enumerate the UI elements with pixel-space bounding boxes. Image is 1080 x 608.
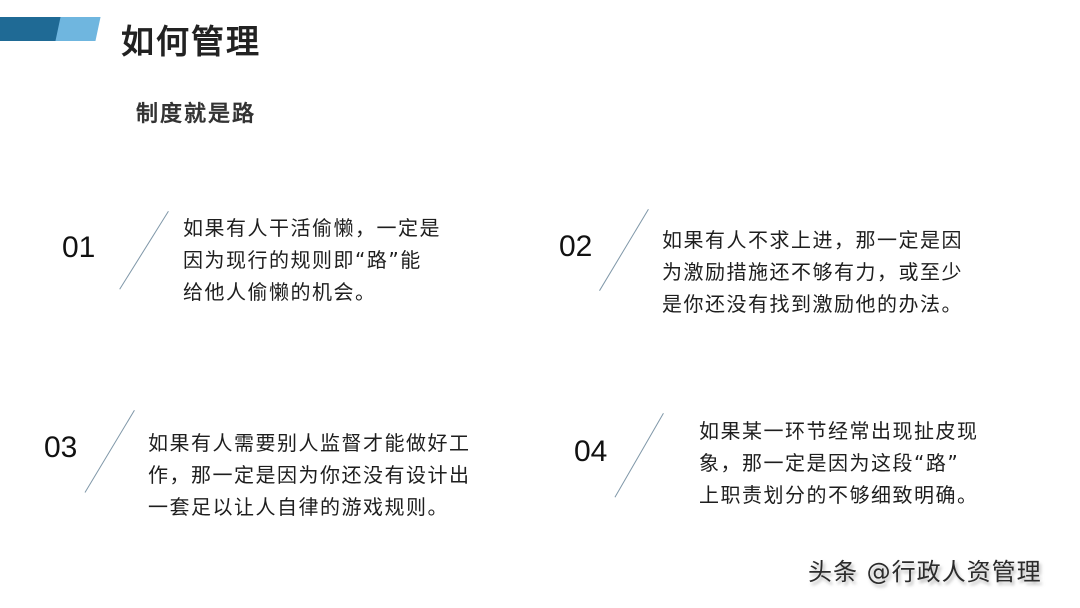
point-text-line: 如果有人需要别人监督才能做好工	[148, 431, 471, 455]
point-number: 03	[44, 431, 78, 464]
point-text: 如果有人需要别人监督才能做好工 作，那一定是因为你还没有设计出 一套足以让人自律…	[148, 427, 471, 523]
point-text-line: 为激励措施还不够有力，或至少	[662, 260, 963, 284]
point-number: 02	[559, 230, 593, 263]
slash-divider	[84, 410, 135, 493]
point-text: 如果有人干活偷懒，一定是 因为现行的规则即“路”能 给他人偷懒的机会。	[183, 212, 441, 308]
point-text-line: 因为现行的规则即“路”能	[183, 248, 422, 272]
page-title: 如何管理	[121, 22, 261, 61]
accent-bar-light	[55, 17, 101, 41]
slash-divider	[614, 413, 664, 498]
point-text-line: 是你还没有找到激励他的办法。	[662, 292, 963, 316]
watermark: 头条 @行政人资管理	[808, 558, 1042, 586]
slash-divider	[119, 211, 169, 290]
point-text-line: 如果有人不求上进，那一定是因	[662, 228, 963, 252]
point-number: 04	[574, 435, 608, 468]
point-text-line: 一套足以让人自律的游戏规则。	[148, 495, 449, 519]
point-text-line: 如果有人干活偷懒，一定是	[183, 216, 441, 240]
slash-divider	[599, 209, 649, 291]
section-subtitle: 制度就是路	[136, 102, 257, 127]
point-text: 如果某一环节经常出现扯皮现 象，那一定是因为这段“路” 上职责划分的不够细致明确…	[699, 415, 979, 511]
point-text-line: 作，那一定是因为你还没有设计出	[148, 463, 471, 487]
point-text-line: 上职责划分的不够细致明确。	[699, 483, 979, 507]
point-text-line: 给他人偷懒的机会。	[183, 280, 377, 304]
point-text-line: 如果某一环节经常出现扯皮现	[699, 419, 979, 443]
point-number: 01	[62, 231, 96, 264]
point-text: 如果有人不求上进，那一定是因 为激励措施还不够有力，或至少 是你还没有找到激励他…	[662, 224, 963, 320]
point-text-line: 象，那一定是因为这段“路”	[699, 451, 960, 475]
